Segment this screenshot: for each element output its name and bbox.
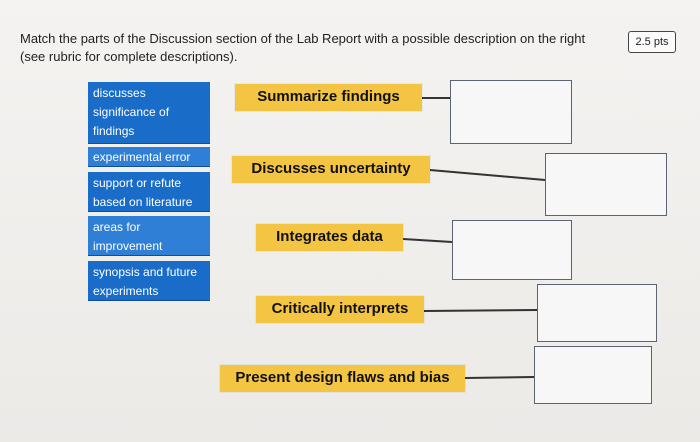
answer-option-future-experiments[interactable]: synopsis and future experiments (88, 261, 210, 301)
answer-option-significance[interactable]: discusses significance of findings (88, 82, 210, 144)
drop-target-3[interactable] (452, 220, 572, 280)
answer-option-literature[interactable]: support or refute based on literature (88, 172, 210, 212)
description-summarize-findings: Summarize findings (235, 84, 422, 111)
drop-target-2[interactable] (545, 153, 667, 216)
description-design-flaws: Present design flaws and bias (220, 365, 465, 392)
drop-target-4[interactable] (537, 284, 657, 342)
answer-option-improvement[interactable]: areas for improvement (88, 216, 210, 256)
description-discusses-uncertainty: Discusses uncertainty (232, 156, 430, 183)
answer-option-experimental-error[interactable]: experimental error (88, 147, 210, 167)
question-prompt: Match the parts of the Discussion sectio… (20, 31, 586, 64)
description-critically-interprets: Critically interprets (256, 296, 424, 323)
drop-target-1[interactable] (450, 80, 572, 144)
points-badge: 2.5 pts (628, 31, 676, 53)
drop-target-5[interactable] (534, 346, 652, 404)
description-integrates-data: Integrates data (256, 224, 403, 251)
